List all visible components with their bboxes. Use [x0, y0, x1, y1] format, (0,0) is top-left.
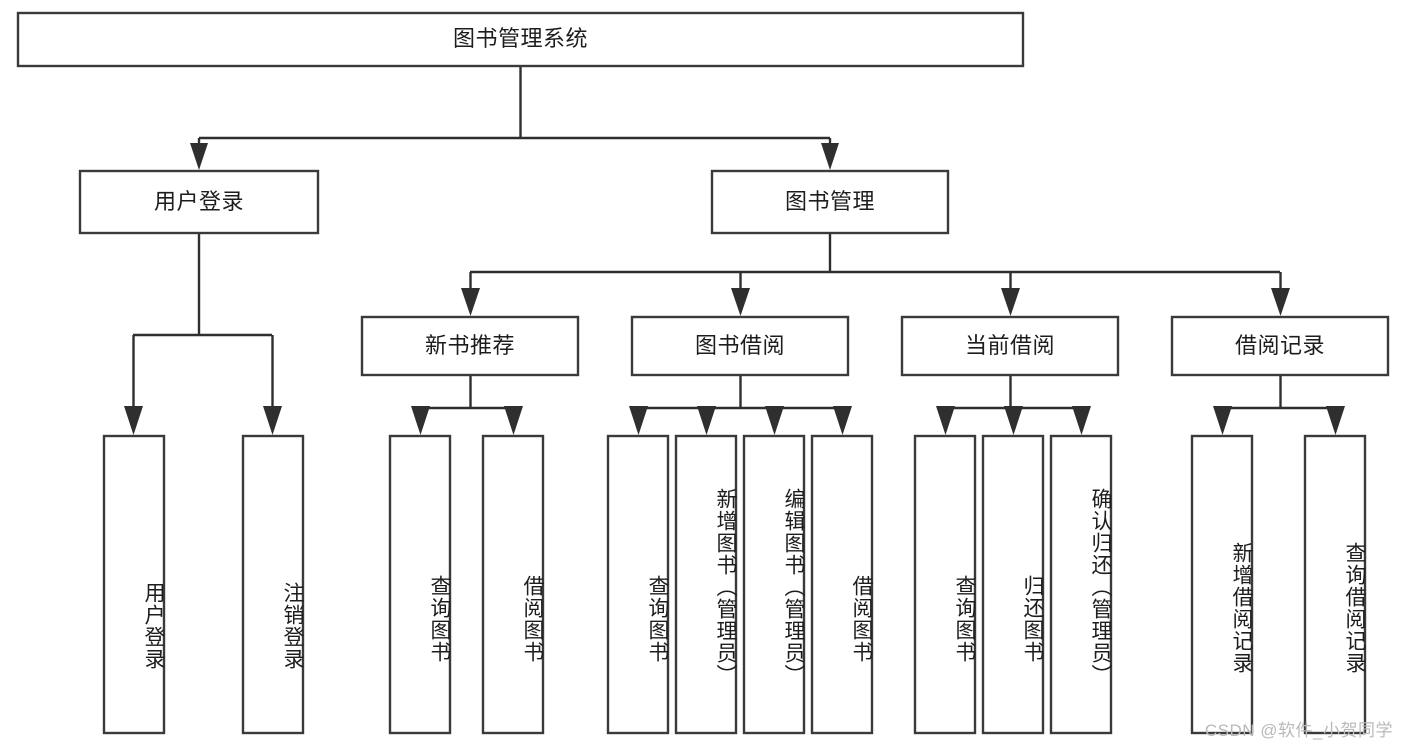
arrow-head-leaf-borrow-book-bb	[833, 406, 852, 435]
node-box-current-borrow[interactable]	[900, 315, 1120, 377]
arrow-head-borrow-record	[1271, 288, 1290, 316]
arrow-head-leaf-add-book	[697, 406, 716, 435]
arrow-head-book-borrow	[731, 288, 750, 316]
node-box-borrow-record[interactable]	[1170, 315, 1390, 377]
arrow-head-leaf-add-record	[1213, 406, 1232, 435]
node-box-root[interactable]	[16, 11, 1025, 68]
node-box-leaf-borrow-book-bb[interactable]	[810, 434, 874, 735]
arrow-head-current-borrow	[1001, 288, 1020, 316]
arrow-head-leaf-borrow-book-nb	[504, 406, 523, 435]
arrow-head-book-manage	[821, 143, 839, 170]
arrow-head-leaf-user-login	[124, 406, 143, 435]
node-box-leaf-add-record[interactable]	[1190, 434, 1254, 735]
node-box-leaf-add-book[interactable]	[674, 434, 738, 735]
arrow-head-leaf-return-book	[1004, 406, 1023, 435]
node-box-user-login[interactable]	[78, 169, 320, 235]
arrow-head-new-book-recommend	[461, 288, 480, 316]
node-box-new-book-recommend[interactable]	[360, 315, 580, 377]
node-box-leaf-query-record[interactable]	[1303, 434, 1367, 735]
node-box-leaf-query-book-bb[interactable]	[606, 434, 670, 735]
connector-group	[124, 66, 1345, 435]
arrow-head-leaf-query-record	[1326, 406, 1345, 435]
node-box-leaf-confirm-return[interactable]	[1049, 434, 1113, 735]
node-box-leaf-logout[interactable]	[241, 434, 305, 735]
node-box-leaf-borrow-book-nb[interactable]	[481, 434, 545, 735]
node-box-book-manage[interactable]	[710, 169, 950, 235]
arrow-head-user-login	[190, 143, 208, 170]
node-box-group	[16, 11, 1390, 735]
node-box-leaf-query-book-nb[interactable]	[388, 434, 452, 735]
arrow-head-leaf-logout	[263, 406, 282, 435]
arrow-head-leaf-confirm-return	[1072, 406, 1091, 435]
node-box-leaf-user-login[interactable]	[102, 434, 166, 735]
arrow-head-leaf-query-book-cb	[936, 406, 955, 435]
node-box-leaf-edit-book[interactable]	[742, 434, 806, 735]
arrow-head-leaf-query-book-nb	[411, 406, 430, 435]
node-box-leaf-query-book-cb[interactable]	[913, 434, 977, 735]
arrow-head-leaf-query-book-bb	[629, 406, 648, 435]
node-box-leaf-return-book[interactable]	[981, 434, 1045, 735]
node-box-book-borrow[interactable]	[630, 315, 850, 377]
arrow-head-leaf-edit-book	[765, 406, 784, 435]
